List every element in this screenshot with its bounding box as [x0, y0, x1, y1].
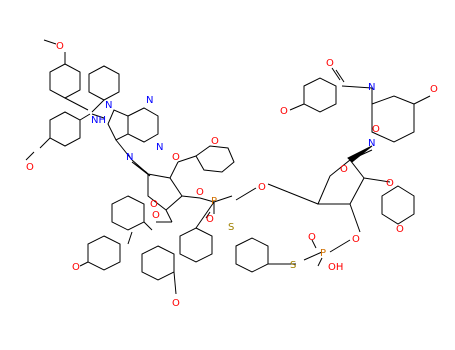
atom-label-n: N: [146, 95, 153, 106]
atom-label-n: N: [368, 82, 375, 93]
atom-label-o: O: [56, 41, 64, 52]
bond: [25, 151, 35, 161]
bond: [43, 39, 57, 45]
atom-label-o: O: [258, 182, 266, 193]
bond: [39, 137, 51, 149]
bond: [91, 99, 105, 113]
atom-label-o: O: [396, 224, 404, 235]
atom-label-n: N: [156, 142, 163, 153]
methoxyphenyl-ring-top: [49, 63, 81, 99]
pyrimidine-ring-adenine: [127, 107, 159, 143]
imidazole-ring-adenine: [107, 109, 129, 141]
bond: [91, 113, 105, 119]
atom-label-o: O: [152, 210, 160, 221]
bond: [267, 183, 289, 193]
bond: [329, 239, 351, 253]
atom-label-o: O: [172, 152, 180, 163]
uracil-ring: [371, 95, 415, 143]
atom-label-n: N: [368, 138, 375, 149]
bond: [205, 211, 211, 219]
atom-label-o: O: [280, 106, 288, 117]
atom-label-o: O: [386, 178, 394, 189]
atom-label-s: S: [228, 222, 234, 233]
atom-label-nh: NH: [91, 115, 106, 126]
bond: [363, 177, 391, 183]
atom-label-o: O: [211, 136, 219, 147]
bond: [311, 239, 317, 249]
atom-label-o: O: [430, 84, 438, 95]
bond: [335, 69, 345, 83]
atom-label-n: N: [105, 100, 112, 111]
atom-label-o: O: [372, 124, 380, 135]
ribose-ring-2: [317, 159, 365, 205]
atom-label-o: O: [326, 58, 334, 69]
bond: [341, 85, 373, 89]
phenyl-ring-top: [88, 65, 120, 101]
phenyl-ring-bottom: [111, 195, 145, 231]
atom-label-s: S: [290, 260, 296, 271]
thp-ring-2: [381, 185, 415, 225]
atom-label-o: O: [340, 164, 348, 175]
bond: [213, 195, 233, 203]
bond-network: [25, 39, 431, 295]
atom-label-n: N: [126, 152, 133, 163]
atom-label-oh: OH: [328, 262, 343, 273]
methoxyphenyl-ring-benzoyl: [303, 77, 337, 113]
bond: [177, 155, 197, 163]
bond: [173, 271, 177, 295]
atom-label-o: O: [196, 187, 204, 198]
bond: [127, 231, 133, 245]
atom-label-o: O: [308, 232, 316, 243]
bond: [235, 187, 257, 201]
atom-label-p: P: [211, 196, 217, 207]
bond: [331, 67, 341, 81]
atom-label-o: O: [72, 262, 80, 273]
bond: [181, 195, 201, 199]
methoxyphenyl-ring-left: [49, 111, 81, 147]
atom-label-o: O: [206, 214, 214, 225]
bond: [199, 197, 215, 203]
bond: [317, 257, 323, 267]
atom-label-o: O: [26, 162, 34, 173]
wedge-bond: [347, 145, 373, 163]
bond: [287, 191, 319, 205]
bond: [165, 209, 173, 223]
bond: [79, 113, 91, 121]
atom-label-o: O: [172, 298, 180, 309]
phenyl-ring-s2: [235, 237, 269, 273]
atom-label-o: O: [352, 234, 360, 245]
bond: [303, 251, 323, 261]
wedge-bond: [131, 161, 151, 177]
ribose-ring-1: [147, 173, 183, 211]
bond: [169, 161, 179, 179]
atom-label-p: P: [320, 248, 326, 259]
bond: [79, 261, 89, 267]
phenyl-ring-s1: [179, 227, 213, 263]
bond: [64, 97, 89, 111]
bond: [349, 203, 361, 233]
thp-ring-1: [195, 145, 235, 173]
methoxyphenyl-ring-dmt1: [87, 235, 121, 271]
bond: [115, 139, 133, 161]
bond: [289, 103, 305, 111]
atom-labels: O O NH N N N N O O O O P O S O O O O O O…: [26, 41, 438, 309]
bond: [195, 201, 215, 229]
atom-label-o: O: [150, 199, 158, 210]
bond: [413, 95, 431, 105]
methoxyphenyl-ring-dmt2: [141, 245, 175, 281]
bond: [143, 221, 153, 231]
